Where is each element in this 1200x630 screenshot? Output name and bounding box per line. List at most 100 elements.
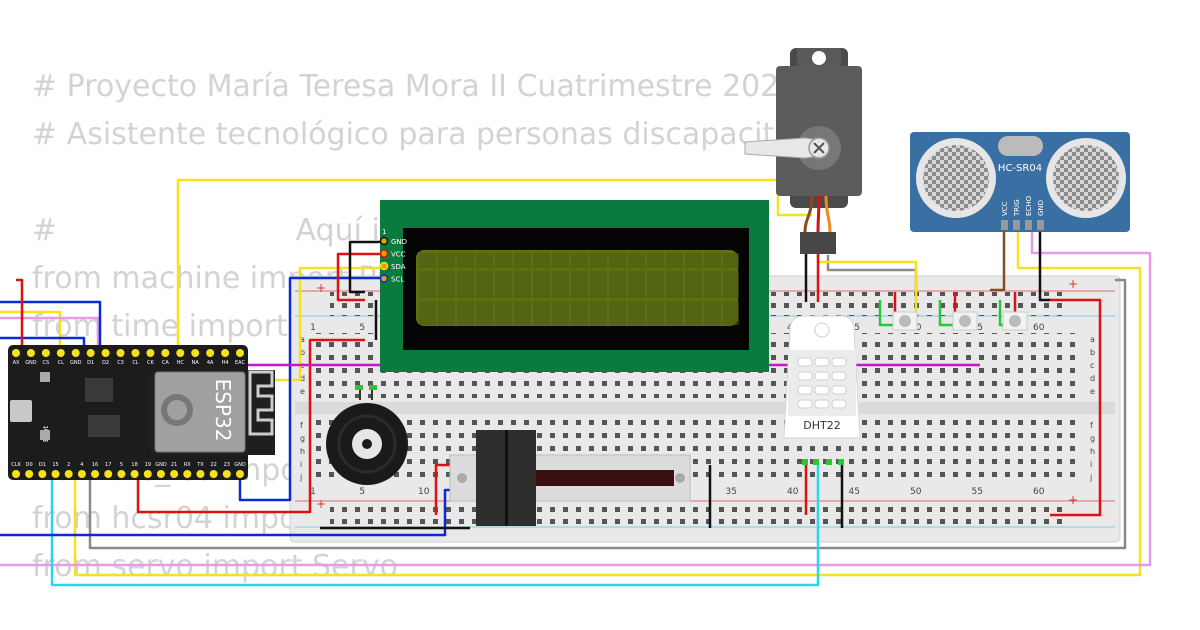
boot-button[interactable] <box>40 430 50 440</box>
esp32-pin[interactable] <box>176 349 185 357</box>
push-button[interactable] <box>892 311 918 331</box>
hcsr04-pin-label: GND <box>1037 200 1045 216</box>
column-number: 45 <box>848 487 859 497</box>
esp32-pin[interactable] <box>71 349 80 357</box>
esp32-pin-label: GND <box>234 462 246 468</box>
esp32-pin[interactable] <box>196 470 205 478</box>
row-letter: c <box>1090 361 1094 370</box>
esp32-pin[interactable] <box>183 470 192 478</box>
esp32-pin[interactable] <box>143 470 152 478</box>
column-number: 55 <box>971 487 982 497</box>
column-number: 60 <box>1033 323 1045 333</box>
esp32-pin[interactable] <box>38 470 47 478</box>
pushbuttons <box>892 311 1028 331</box>
esp32-pin-label: 16 <box>92 462 98 468</box>
esp32-pin-label: GND <box>155 462 167 468</box>
hcsr04-pin[interactable] <box>1025 220 1032 230</box>
wire-yellow-sensor <box>73 222 1142 577</box>
wire-red-right <box>1050 298 1102 517</box>
esp32-pin[interactable] <box>64 470 73 478</box>
esp32-pin[interactable] <box>161 349 170 357</box>
wire-red-left <box>16 278 24 350</box>
esp32-pin-label: H4 <box>222 360 229 366</box>
esp32-pin-label: CA <box>162 360 169 366</box>
wire-violet <box>0 222 1152 567</box>
wire-red-lcd <box>336 252 384 302</box>
esp32-pin[interactable] <box>130 470 139 478</box>
esp32-pin[interactable] <box>41 349 50 357</box>
esp32-pin[interactable] <box>56 349 65 357</box>
en-button[interactable] <box>40 372 50 382</box>
esp32-pin[interactable] <box>236 349 244 357</box>
usb-port[interactable] <box>10 400 32 422</box>
slide-potentiometer[interactable] <box>449 430 691 526</box>
esp32-pin-label: 23 <box>224 462 230 468</box>
column-number: 35 <box>725 487 736 497</box>
esp32-pin[interactable] <box>191 349 200 357</box>
esp32-pin-label: D1 <box>39 462 46 468</box>
dht22-sensor: DHT22 <box>783 315 861 465</box>
row-letter: j <box>299 473 302 482</box>
code-line: from servo import Servo <box>32 549 398 584</box>
esp32-label: ESP32 <box>211 379 235 442</box>
lcd-pin[interactable] <box>379 236 389 246</box>
column-number: 50 <box>910 487 922 497</box>
wire-black-right <box>1038 222 1050 302</box>
esp32-pin[interactable] <box>104 470 113 478</box>
column-number: 1 <box>310 487 316 497</box>
esp32-pin[interactable] <box>86 349 95 357</box>
wire-red-pot <box>434 463 455 515</box>
esp32-pin[interactable] <box>209 470 218 478</box>
row-letter: f <box>1090 421 1093 430</box>
esp32-pin[interactable] <box>25 470 34 478</box>
column-number: 10 <box>418 487 430 497</box>
esp32-pin-label: 17 <box>105 462 111 468</box>
esp32-pin-label: 15 <box>52 462 58 468</box>
esp32-pin[interactable] <box>101 349 110 357</box>
esp32-pin[interactable] <box>91 470 100 478</box>
esp32-pin[interactable] <box>26 349 35 357</box>
esp32-pin[interactable] <box>170 470 179 478</box>
hcsr04-pin[interactable] <box>1001 220 1008 230</box>
esp32-pin[interactable] <box>156 470 165 478</box>
lcd-pin[interactable] <box>379 261 389 271</box>
esp32-pin[interactable] <box>12 470 20 478</box>
esp32-pin[interactable] <box>12 349 20 357</box>
hcsr04-pin[interactable] <box>1037 220 1044 230</box>
row-letter: i <box>300 460 302 469</box>
esp32-pin[interactable] <box>117 470 126 478</box>
esp32-pin[interactable] <box>236 470 244 478</box>
row-letter: f <box>300 421 303 430</box>
row-letter: d <box>300 374 305 383</box>
lcd-pin[interactable] <box>379 274 389 283</box>
esp32-pin[interactable] <box>131 349 140 357</box>
esp32-pin-label: AX <box>13 360 20 366</box>
servo-motor[interactable] <box>744 48 862 302</box>
column-number: 60 <box>1033 487 1045 497</box>
esp32-pin[interactable] <box>221 349 230 357</box>
esp32-pin-label: CS <box>43 360 50 366</box>
esp32-pin[interactable] <box>146 349 155 357</box>
esp32-pin[interactable] <box>77 470 86 478</box>
push-button[interactable] <box>952 311 978 331</box>
esp32-pin[interactable] <box>51 470 60 478</box>
esp32-pin[interactable] <box>116 349 125 357</box>
esp32-pin-label: RX <box>184 462 191 468</box>
push-button[interactable] <box>1002 311 1028 331</box>
lcd-pin-label: SDA <box>391 263 406 271</box>
esp32-pin-label: HC <box>177 360 185 366</box>
lcd-pin[interactable] <box>379 249 389 258</box>
esp32-pin[interactable] <box>206 349 215 357</box>
lcd-pin-label: VCC <box>391 251 406 259</box>
servo-horn[interactable] <box>744 137 820 159</box>
hcsr04-pin[interactable] <box>1013 220 1020 230</box>
row-letter: e <box>300 387 305 396</box>
wire-red-esp <box>136 338 365 514</box>
esp32-pin[interactable] <box>222 470 231 478</box>
